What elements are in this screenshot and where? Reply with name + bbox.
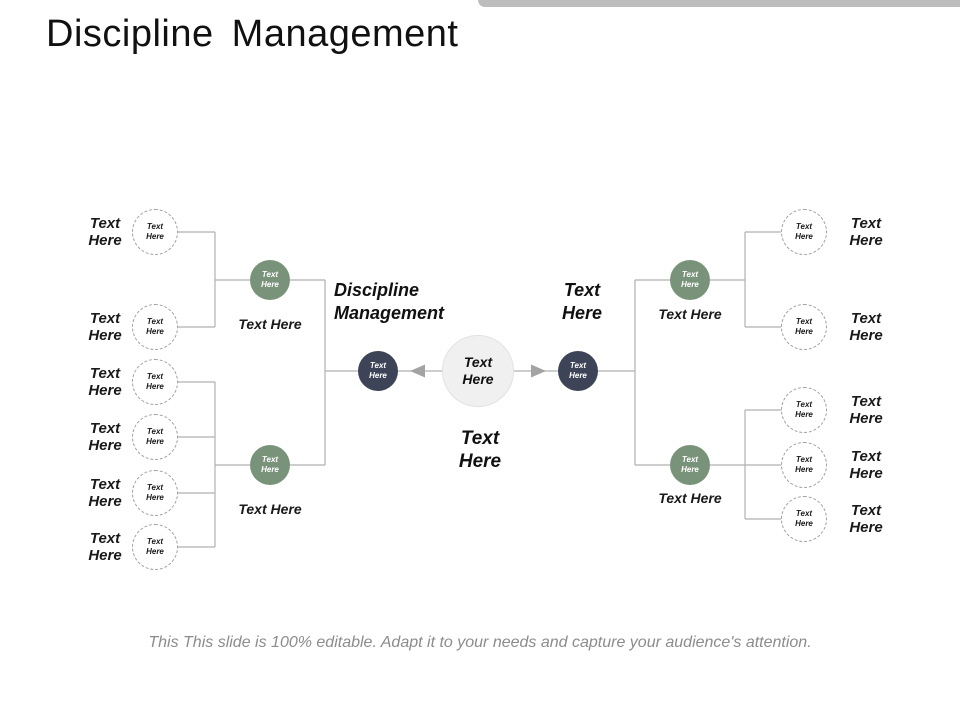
right-group-2-caption: Text Here: [658, 490, 722, 506]
right-leaf-3: Text Here: [781, 387, 827, 433]
right-leaf-3-text: Text Here: [795, 400, 813, 419]
right-leaf-5: Text Here: [781, 496, 827, 542]
left-leaf-4: Text Here: [132, 414, 178, 460]
hub-right-node: Text Here: [558, 351, 598, 391]
right-leaf-2-text: Text Here: [795, 317, 813, 336]
right-group-2-hub-label: Text Here: [681, 455, 699, 474]
left-group-2-caption: Text Here: [238, 501, 302, 517]
left-leaf-3: Text Here: [132, 359, 178, 405]
hub-left-node-label: Text Here: [369, 361, 387, 380]
left-leaf-6-text: Text Here: [146, 537, 164, 556]
right-group-1-hub-label: Text Here: [681, 270, 699, 289]
arrow-left-icon: [410, 364, 425, 378]
left-leaf-2-label: Text Here: [88, 310, 122, 344]
right-leaf-4-text: Text Here: [795, 455, 813, 474]
right-group-2-hub: Text Here: [670, 445, 710, 485]
right-leaf-4: Text Here: [781, 442, 827, 488]
left-leaf-6: Text Here: [132, 524, 178, 570]
left-leaf-3-text: Text Here: [146, 372, 164, 391]
left-leaf-4-label: Text Here: [88, 420, 122, 454]
right-leaf-4-label: Text Here: [849, 448, 883, 482]
center-caption-bottom: Text Here: [458, 428, 502, 472]
left-leaf-3-label: Text Here: [88, 365, 122, 399]
left-leaf-5: Text Here: [132, 470, 178, 516]
left-leaf-2-text: Text Here: [146, 317, 164, 336]
left-leaf-5-text: Text Here: [146, 483, 164, 502]
left-group-2-hub-label: Text Here: [261, 455, 279, 474]
left-leaf-1-label: Text Here: [88, 215, 122, 249]
left-leaf-2: Text Here: [132, 304, 178, 350]
right-leaf-2-label: Text Here: [849, 310, 883, 344]
left-group-1-hub: Text Here: [250, 260, 290, 300]
left-leaf-1-text: Text Here: [146, 222, 164, 241]
top-accent-bar: [478, 0, 960, 7]
slide-title: Discipline Management: [46, 13, 459, 55]
right-leaf-3-label: Text Here: [849, 393, 883, 427]
left-leaf-6-label: Text Here: [88, 530, 122, 564]
center-node-label: Text Here: [462, 354, 494, 387]
right-leaf-2: Text Here: [781, 304, 827, 350]
hub-left-node: Text Here: [358, 351, 398, 391]
right-leaf-5-text: Text Here: [795, 509, 813, 528]
left-leaf-5-label: Text Here: [88, 476, 122, 510]
left-group-1-caption: Text Here: [238, 316, 302, 332]
hub-right-node-label: Text Here: [569, 361, 587, 380]
center-caption-right: Text Here: [561, 280, 603, 323]
right-group-1-caption: Text Here: [658, 306, 722, 322]
left-leaf-4-text: Text Here: [146, 427, 164, 446]
footer-note: This This slide is 100% editable. Adapt …: [148, 634, 812, 651]
center-caption-left: Discipline Management: [334, 280, 445, 323]
left-group-1-hub-label: Text Here: [261, 270, 279, 289]
right-leaf-5-label: Text Here: [849, 502, 883, 536]
right-group-1-hub: Text Here: [670, 260, 710, 300]
right-leaf-1-label: Text Here: [849, 215, 883, 249]
right-leaf-1-text: Text Here: [795, 222, 813, 241]
arrow-right-icon: [531, 364, 546, 378]
center-node: Text Here: [442, 335, 514, 407]
left-leaf-1: Text Here: [132, 209, 178, 255]
right-leaf-1: Text Here: [781, 209, 827, 255]
left-group-2-hub: Text Here: [250, 445, 290, 485]
